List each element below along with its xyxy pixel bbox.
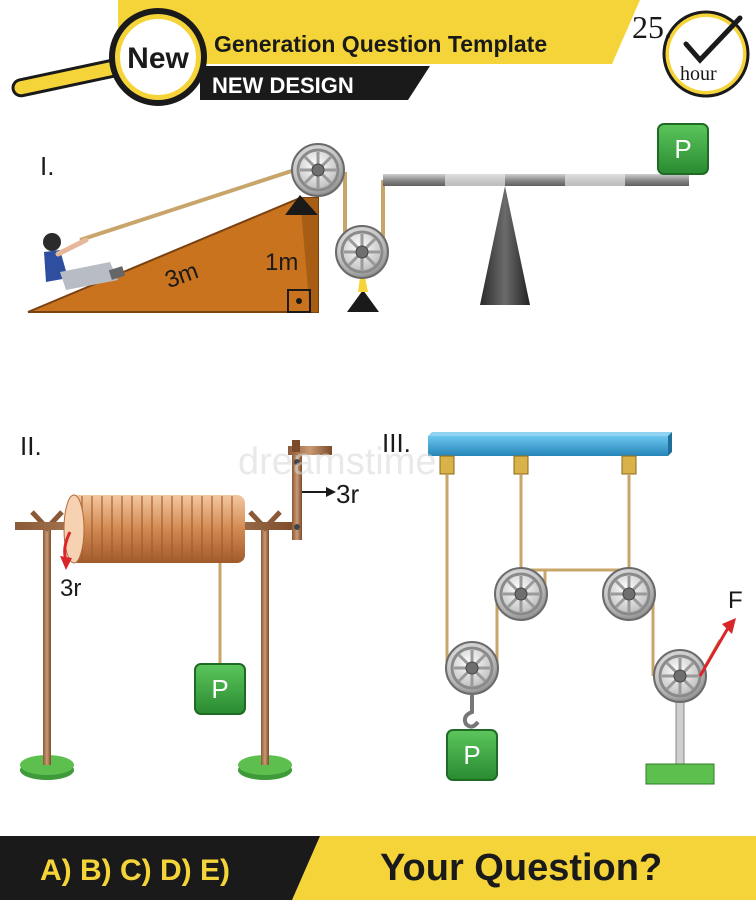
force-label: F [728,587,743,614]
timer-number: 25. [632,9,672,45]
right-post [261,525,269,765]
section-2-label: II. [20,431,42,461]
subtitle-banner [200,66,430,100]
rope-drum [70,495,245,563]
crank-arm [292,448,302,540]
answer-options: A) B) C) D) E) [40,854,230,887]
right-angle-marker [287,289,311,313]
question-banner [292,836,756,900]
footer: A) B) C) D) E) Your Question? [0,836,756,900]
pulley-movable-left [444,640,500,696]
weight-p-section-1 [657,123,709,175]
lever-bar [383,174,689,186]
axle-radius-label: 3r [60,575,81,602]
left-post [43,525,51,765]
title-banner [118,0,640,64]
weight-label-2: P [211,674,228,704]
ramp-height-label: 1m [265,249,298,276]
section-1-label: I. [40,151,54,181]
pulley-lower [334,224,390,280]
weight-label-3: P [463,740,480,770]
section-1-inclined-plane: I. 3m 1m P [27,123,709,313]
pulley-ropes [445,474,722,677]
section-2-windlass: II. 3r [15,431,359,780]
timer-icon [662,10,750,98]
pulley-middle-right [601,566,657,622]
ramp-side [300,198,318,312]
force-arrow [698,627,730,677]
watermark: dreamstime [238,441,437,483]
template-title: Generation Question Template [214,31,547,57]
your-question-label: Your Question? [380,847,662,889]
fulcrum [480,186,530,305]
pulley-top [290,142,346,198]
new-badge: New [127,42,189,75]
magnifier-icon [11,8,207,106]
new-design-label: NEW DESIGN [212,73,354,98]
weight-p-section-3 [446,729,498,781]
weight-label-1: P [674,134,691,164]
section-3-pulley-system: III. F P [382,428,743,785]
section-3-label: III. [382,428,411,458]
pulley-stand [652,648,708,704]
ceiling-beam [428,436,668,456]
crank-handle [288,446,332,455]
timer-unit: hour [680,63,717,85]
header: New Generation Question Template NEW DES… [0,0,756,106]
crank-radius-label: 3r [336,479,359,509]
pulley-stand-base [645,763,715,785]
pulley-middle-left [493,566,549,622]
weight-p-section-2 [194,663,246,715]
person-figure [43,233,126,290]
